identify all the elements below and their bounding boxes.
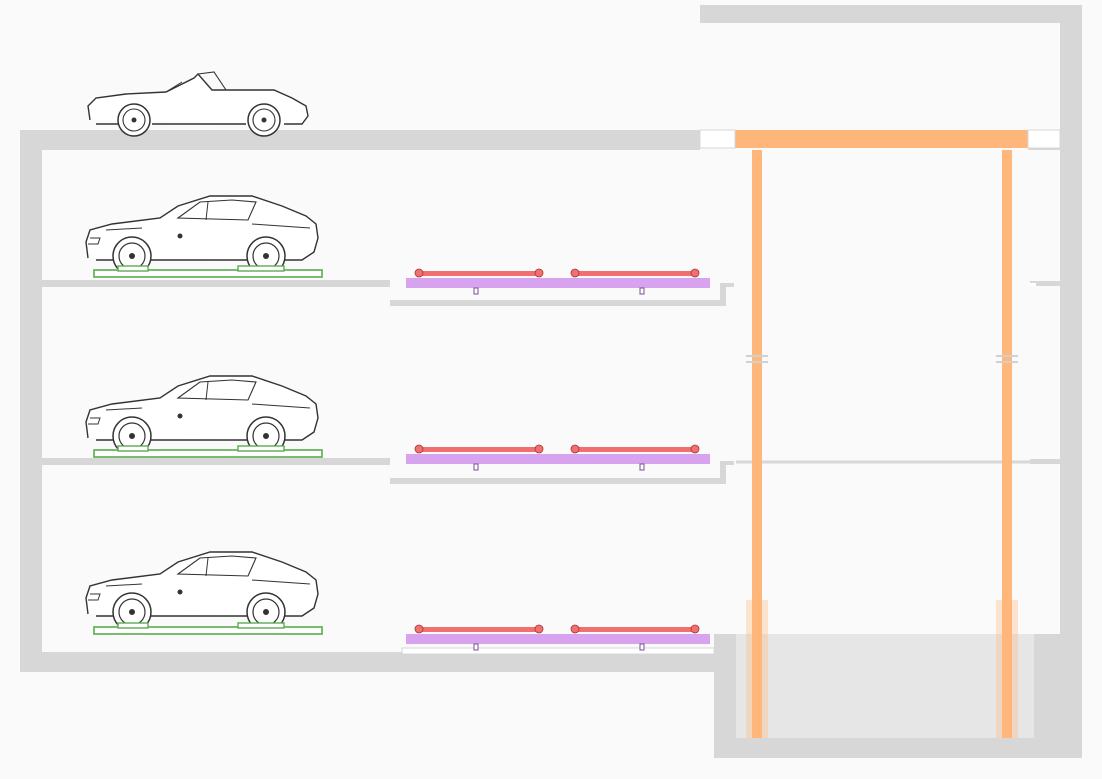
lift-beam-cap-left (699, 129, 736, 149)
pit-floor (714, 738, 1082, 758)
left-wall (20, 130, 42, 670)
car-platform (93, 445, 323, 458)
slab-level-2 (42, 458, 734, 484)
shuttle (405, 444, 711, 471)
coupe-car-icon (85, 195, 319, 276)
lift (699, 129, 1061, 738)
lift-column-left (752, 150, 762, 738)
shaft-right-wall (1060, 5, 1082, 635)
shuttle (405, 624, 711, 651)
ground-slab (20, 130, 700, 150)
coupe-car-icon (85, 375, 319, 456)
lift-beam-cap-right (1027, 129, 1061, 149)
car-platform (93, 622, 323, 635)
bottom-slab (20, 652, 716, 672)
lift-beam (735, 130, 1028, 148)
building-structure (20, 5, 1082, 758)
coupe-car-icon (85, 551, 319, 632)
shuttle (405, 268, 711, 295)
convertible-car-icon (87, 71, 309, 137)
pit-fill (736, 634, 1034, 738)
pit-right-wall (1034, 634, 1082, 758)
car-platform (93, 265, 323, 278)
lift-column-right (1002, 150, 1012, 738)
shaft-roof (700, 5, 1082, 23)
pit-left-wall (714, 634, 736, 758)
bottom-recess (401, 647, 715, 655)
slab-level-1 (42, 280, 734, 306)
